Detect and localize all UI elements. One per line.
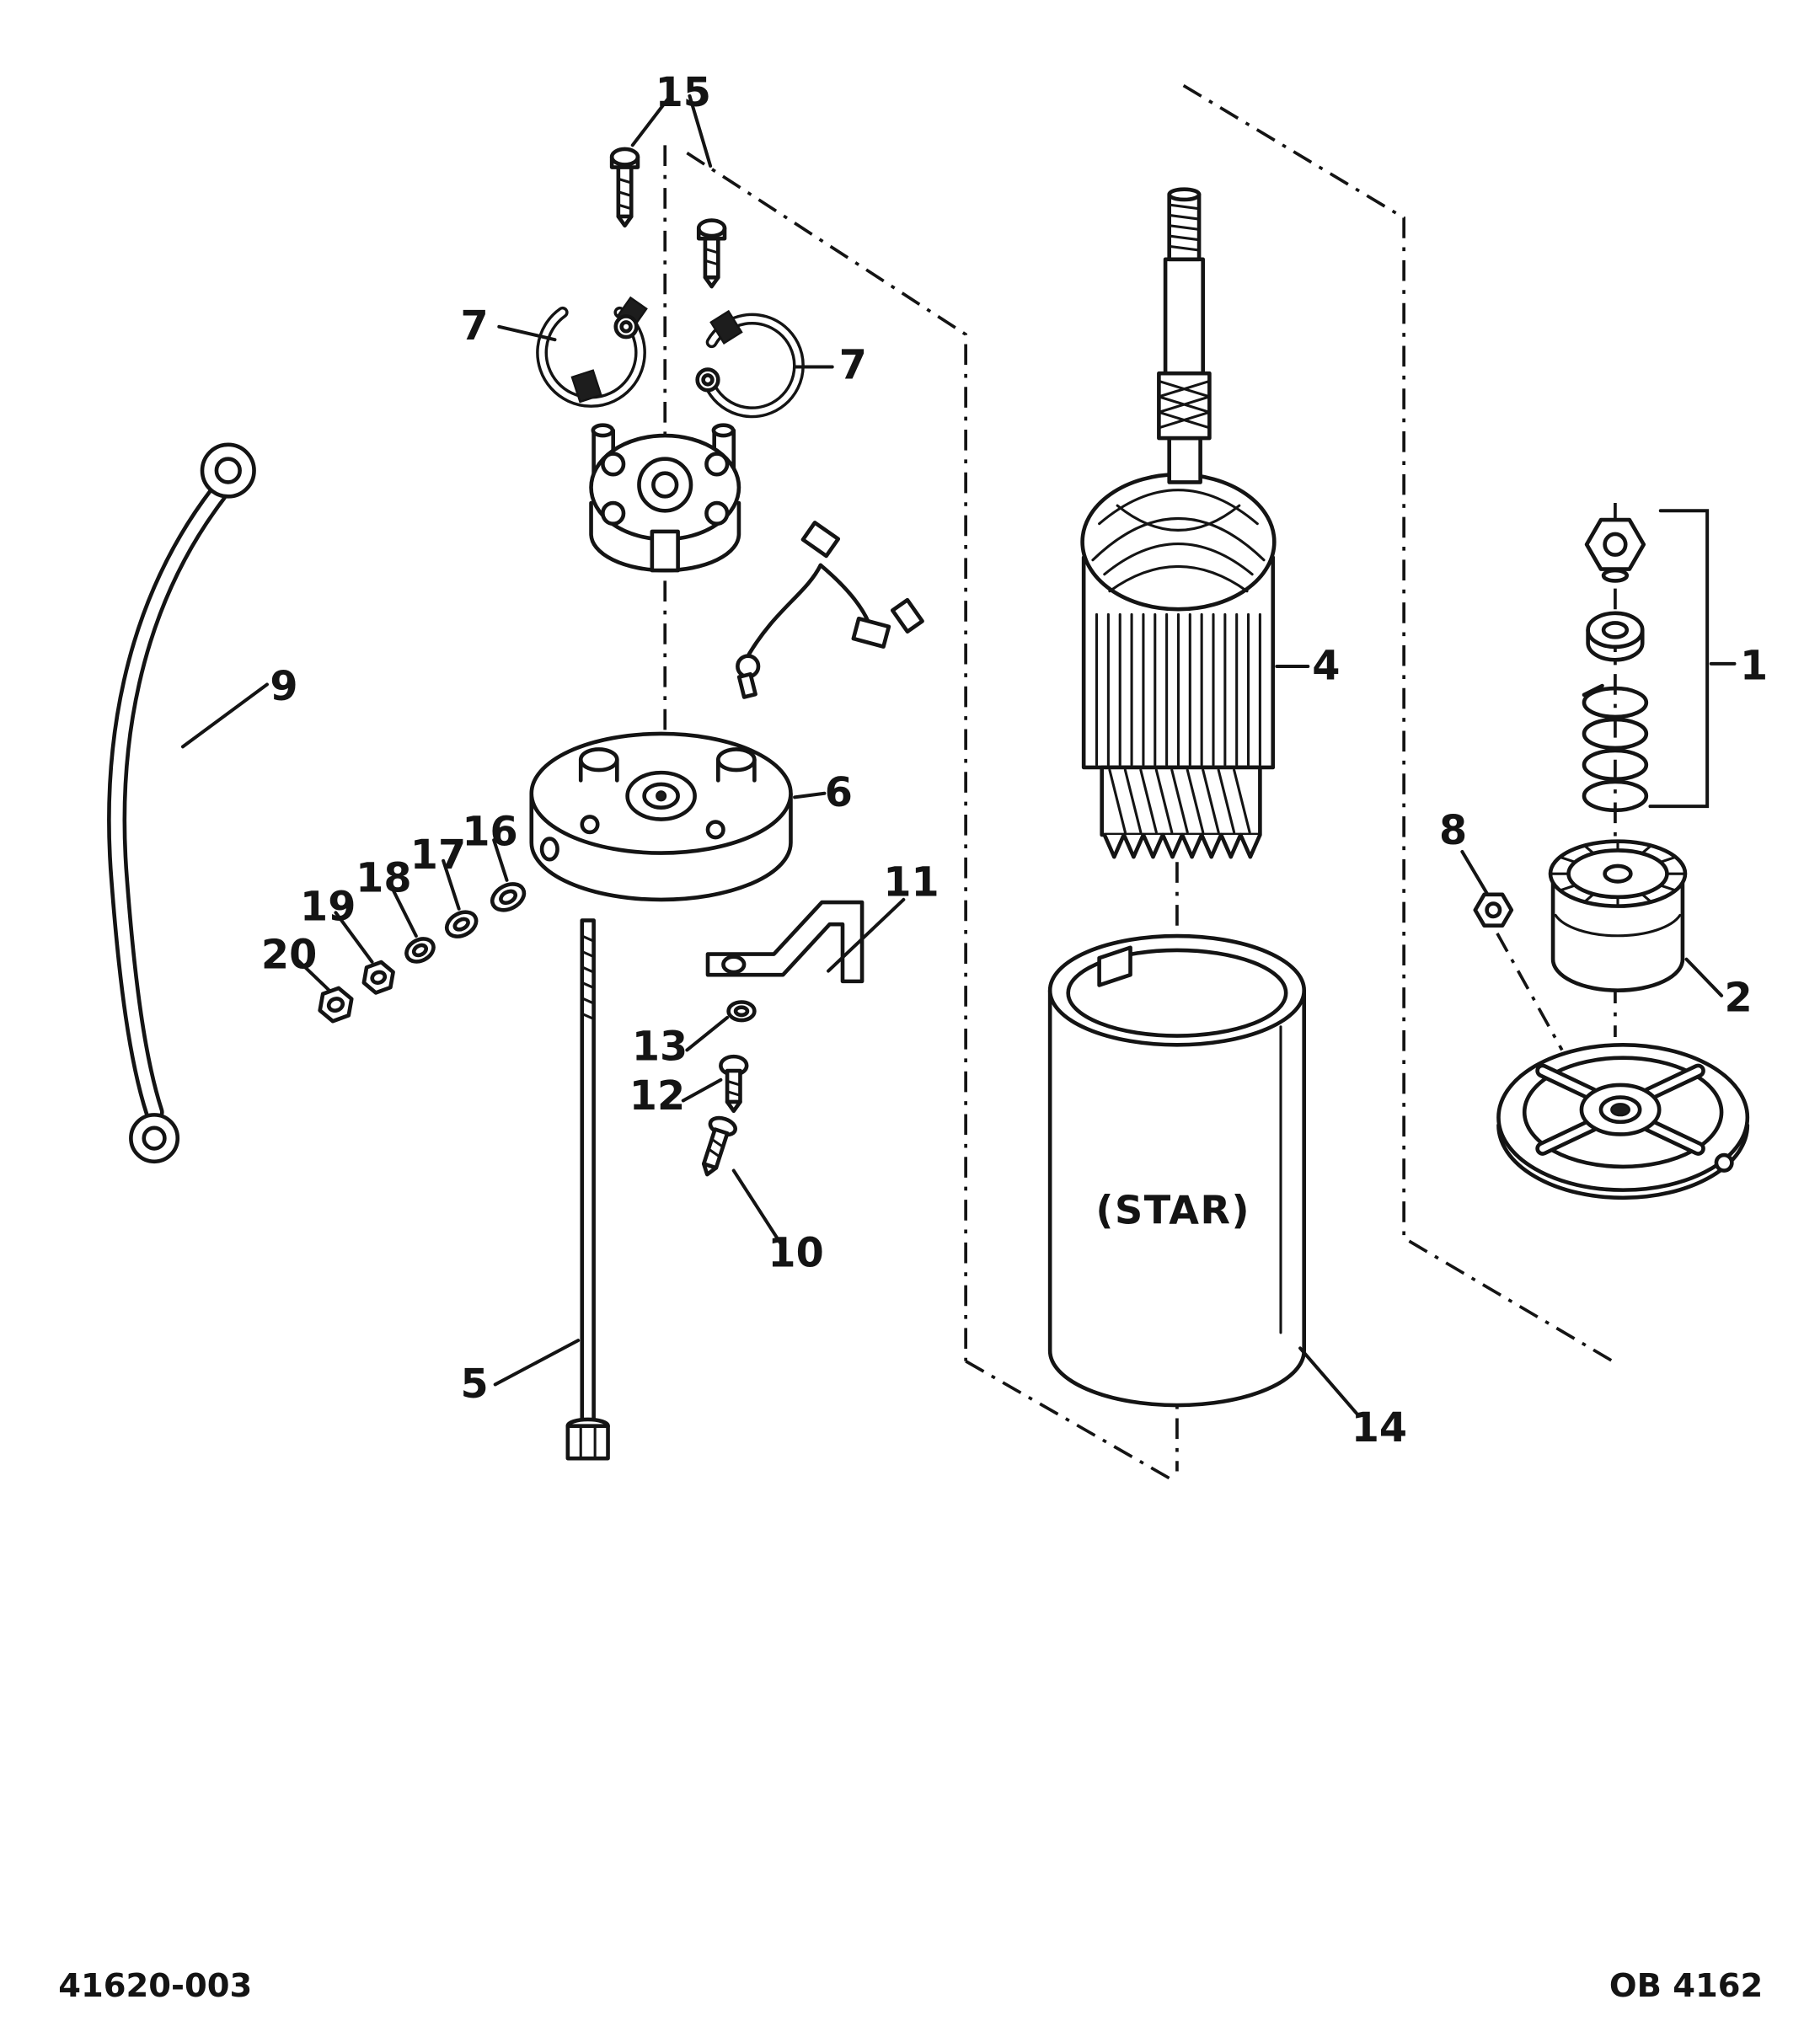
callout-15: 15 — [656, 70, 711, 116]
bracket — [705, 900, 864, 984]
callout-19: 19 — [300, 885, 356, 931]
connector-plug-icon — [800, 521, 841, 559]
callout-10: 10 — [768, 1230, 823, 1276]
armature — [1080, 187, 1277, 859]
bracket-screw — [719, 1054, 749, 1114]
callout-8: 8 — [1439, 808, 1467, 854]
callout-labels: 15 7 7 9 6 16 17 18 19 20 11 13 12 10 5 … — [261, 70, 1768, 1452]
callout-20: 20 — [261, 932, 317, 978]
lock-washer — [726, 1000, 757, 1023]
brush-block-icon — [570, 369, 602, 404]
callout-4: 4 — [1312, 643, 1340, 689]
callout-9: 9 — [270, 664, 297, 710]
end-cap — [529, 731, 793, 902]
callout-7b: 7 — [839, 342, 867, 388]
footer-left-code: 41620-003 — [58, 1967, 252, 2005]
connector-plug-icon — [851, 616, 891, 649]
callout-14: 14 — [1352, 1405, 1407, 1452]
motor-frame: (STAR) — [1047, 933, 1307, 1408]
callout-12: 12 — [629, 1073, 685, 1120]
footer-right-code: OB 4162 — [1609, 1967, 1763, 2005]
brush-block-icon — [709, 309, 743, 345]
callout-6: 6 — [825, 770, 853, 816]
leader-lines — [180, 94, 1737, 1418]
pinion-nut — [1473, 892, 1514, 928]
wire-harness — [736, 521, 924, 699]
frame-brand-text: (STAR) — [1095, 1188, 1250, 1233]
spring-stack — [1582, 509, 1710, 813]
callout-bracket — [1648, 509, 1710, 809]
callout-7a: 7 — [460, 303, 488, 350]
ground-cable — [107, 442, 256, 1164]
connector-plug-icon — [890, 597, 924, 634]
end-plate — [1496, 1042, 1750, 1200]
footer: 41620-003 OB 4162 — [58, 1967, 1763, 2005]
through-bolt — [565, 918, 610, 1461]
washer-stack — [318, 882, 527, 1024]
callout-11: 11 — [883, 859, 939, 906]
terminal-screw — [701, 1115, 738, 1177]
callout-1: 1 — [1740, 643, 1768, 689]
callout-17: 17 — [410, 832, 466, 879]
mounting-screws — [609, 147, 727, 289]
brush-holder — [589, 423, 741, 573]
callout-5: 5 — [460, 1361, 488, 1408]
callout-13: 13 — [632, 1024, 688, 1071]
retainer-rings — [536, 296, 805, 419]
pinion-gear — [1548, 839, 1688, 992]
callout-18: 18 — [356, 856, 411, 902]
callout-2: 2 — [1724, 975, 1752, 1021]
callout-16: 16 — [462, 809, 517, 855]
